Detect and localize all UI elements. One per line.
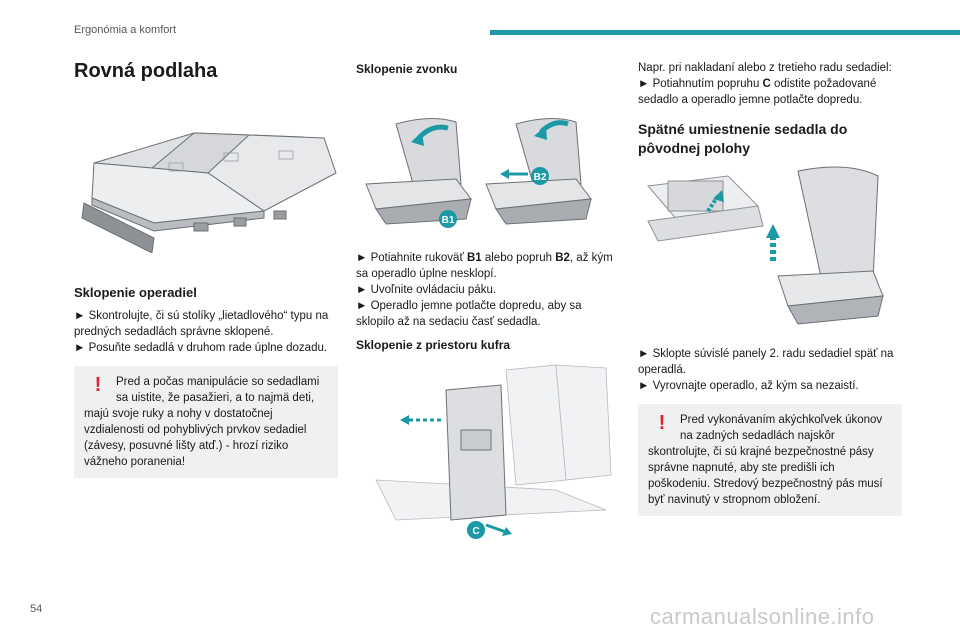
seat-return-illustration: [638, 166, 902, 336]
warning-icon: !: [658, 412, 666, 434]
section-header: Ergonómia a komfort: [74, 24, 177, 36]
label-c: C: [472, 526, 479, 537]
watermark: carmanualsonline.info: [650, 604, 875, 629]
intro-line: ► Potiahnutím popruhu C odistite požadov…: [638, 78, 877, 106]
instruction-line: ► Potiahnite rukoväť B1 alebo popruh B2,…: [356, 252, 613, 280]
warning-box: ! Pred a počas manipulácie so sedadlami …: [74, 366, 338, 478]
warning-box: ! Pred vykonávaním akýchkoľvek úkonov na…: [638, 404, 902, 516]
page-number: 54: [30, 603, 43, 615]
heading-seat-return: Spätné umiestnenie sedadla do pôvodnej p…: [638, 121, 848, 156]
instruction-line: ► Operadlo jemne potlačte dopredu, aby s…: [356, 300, 582, 328]
seat-fold-trunk-illustration: C: [356, 360, 616, 540]
heading-fold-trunk: Sklopenie z priestoru kufra: [356, 338, 511, 352]
warning-icon: !: [94, 374, 102, 396]
heading-fold-outside: Sklopenie zvonku: [356, 62, 458, 76]
flat-floor-illustration: [74, 93, 338, 253]
instruction-line: ► Sklopte súvislé panely 2. radu sedadie…: [638, 348, 894, 376]
instruction-line: ► Vyrovnajte operadlo, až kým sa nezaist…: [638, 380, 859, 392]
column-2: Sklopenie zvonku B1 B2 ► Potiahn: [356, 58, 616, 540]
instruction-line: ► Skontrolujte, či sú stolíky „lietadlov…: [74, 310, 329, 338]
header-accent-bar: [490, 30, 960, 35]
seat-fold-outside-illustration: B1 B2: [356, 84, 616, 234]
warning-text: Pred vykonávaním akýchkoľvek úkonov na z…: [648, 414, 883, 506]
instruction-line: ► Uvoľnite ovládaciu páku.: [356, 284, 497, 296]
column-3: Napr. pri nakladaní alebo z tretieho rad…: [638, 58, 902, 516]
intro-line: Napr. pri nakladaní alebo z tretieho rad…: [638, 62, 892, 74]
label-b2: B2: [534, 172, 547, 183]
page-title: Rovná podlaha: [74, 60, 218, 82]
subtitle-backrest-folding: Sklopenie operadiel: [74, 285, 197, 300]
warning-text: Pred a počas manipulácie so sedadlami sa…: [84, 376, 320, 468]
label-b1: B1: [442, 215, 455, 226]
instruction-line: ► Posuňte sedadlá v druhom rade úplne do…: [74, 342, 328, 354]
column-1: Rovná podlaha Sklopenie operadiel ► Skon…: [74, 58, 338, 478]
